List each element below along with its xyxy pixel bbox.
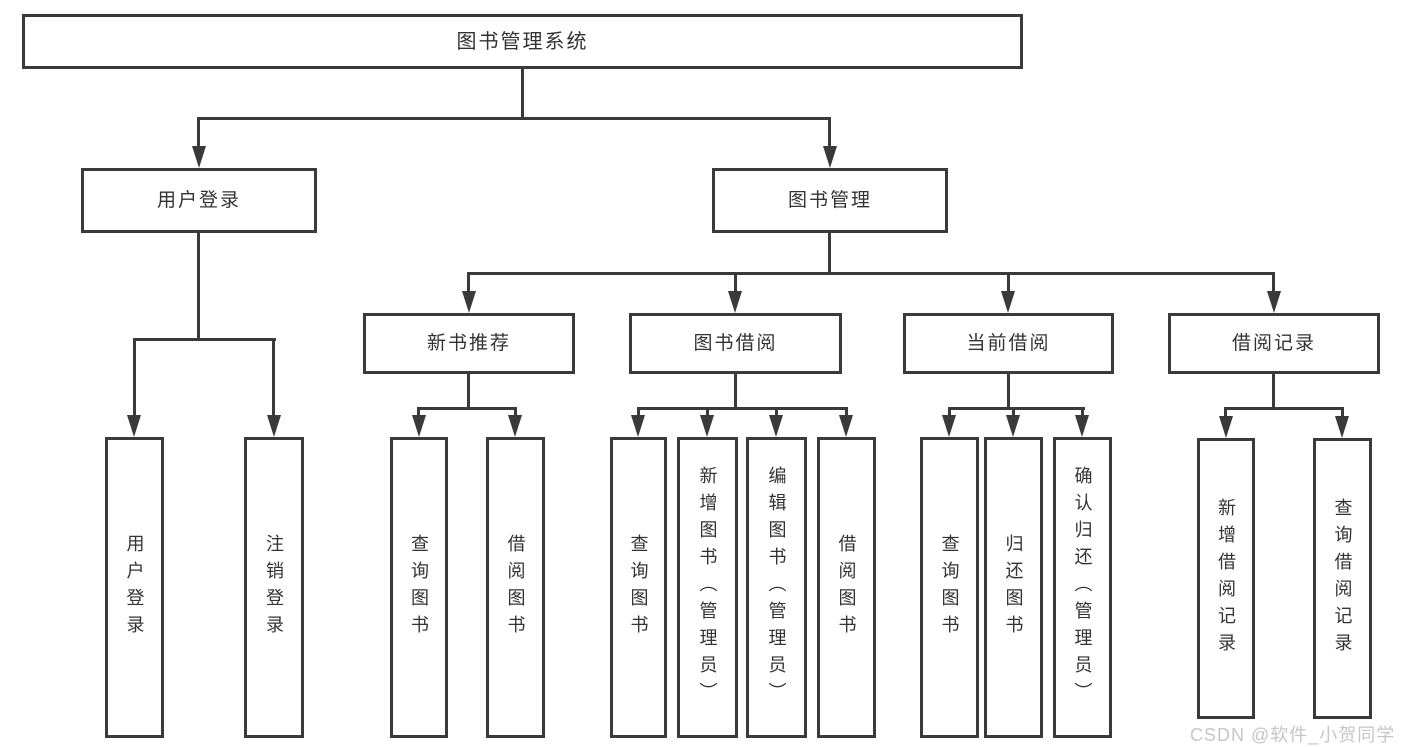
arrow-down-icon bbox=[127, 415, 141, 437]
leaf-label: 借阅图书 bbox=[505, 533, 526, 642]
arrow-down-icon bbox=[192, 146, 206, 168]
connector-user-login-stem bbox=[197, 233, 200, 338]
leaf-label: 查询图书 bbox=[628, 533, 649, 642]
leaf-label: 借阅图书 bbox=[836, 533, 857, 642]
connector-drop bbox=[1007, 272, 1010, 291]
leaf-borrow-books-borrowing: 借阅图书 bbox=[817, 437, 876, 738]
connector-current-stem bbox=[1007, 374, 1010, 407]
leaf-query-books-borrowing: 查询图书 bbox=[610, 437, 667, 738]
node-current-borrowing: 当前借阅 bbox=[903, 313, 1114, 374]
connector-drop bbox=[1012, 407, 1015, 415]
connector-borrowing-stem bbox=[734, 374, 737, 407]
node-label: 图书借阅 bbox=[693, 333, 778, 354]
node-borrowing-records: 借阅记录 bbox=[1168, 313, 1380, 374]
connector-borrowing-bar bbox=[637, 407, 848, 410]
leaf-label: 归还图书 bbox=[1003, 533, 1024, 642]
connector-records-stem bbox=[1272, 374, 1275, 407]
connector-drop bbox=[734, 272, 737, 291]
leaf-label: 用户登录 bbox=[124, 533, 145, 642]
connector-recommend-bar bbox=[417, 407, 517, 410]
node-label: 新书推荐 bbox=[426, 333, 511, 354]
leaf-label: 新增借阅记录 bbox=[1216, 497, 1236, 660]
node-label: 图书管理 bbox=[787, 190, 872, 211]
leaf-confirm-return-admin: 确认归还（管理员） bbox=[1053, 437, 1112, 738]
node-user-login: 用户登录 bbox=[81, 168, 317, 233]
leaf-label: 查询图书 bbox=[409, 533, 429, 642]
connector-root-bar bbox=[197, 117, 831, 120]
connector-user-login-bar bbox=[133, 338, 276, 341]
connector-drop bbox=[133, 338, 136, 415]
connector-drop bbox=[514, 407, 517, 415]
connector-user-login-drop bbox=[197, 117, 200, 146]
arrow-down-icon bbox=[267, 415, 281, 437]
arrow-down-icon bbox=[700, 415, 714, 437]
arrow-down-icon bbox=[942, 415, 956, 437]
connector-root-stem bbox=[521, 69, 524, 117]
connector-drop bbox=[845, 407, 848, 415]
arrow-down-icon bbox=[1219, 416, 1233, 438]
leaf-return-books: 归还图书 bbox=[984, 437, 1043, 738]
leaf-query-books-recommend: 查询图书 bbox=[390, 437, 448, 738]
node-book-borrowing: 图书借阅 bbox=[629, 313, 842, 374]
connector-book-mgmt-bar bbox=[467, 272, 1275, 275]
connector-drop bbox=[706, 407, 709, 415]
arrow-down-icon bbox=[1001, 291, 1015, 313]
leaf-label: 确认归还（管理员） bbox=[1072, 466, 1093, 709]
connector-drop bbox=[467, 272, 470, 291]
connector-records-bar bbox=[1224, 407, 1344, 410]
arrow-down-icon bbox=[769, 415, 783, 437]
leaf-logout: 注销登录 bbox=[244, 437, 304, 738]
arrow-down-icon bbox=[728, 291, 742, 313]
node-label: 借阅记录 bbox=[1231, 333, 1316, 354]
leaf-query-borrow-record: 查询借阅记录 bbox=[1313, 438, 1372, 719]
connector-drop bbox=[1341, 407, 1344, 416]
connector-drop bbox=[775, 407, 778, 415]
arrow-down-icon bbox=[1006, 415, 1020, 437]
arrow-down-icon bbox=[631, 415, 645, 437]
arrow-down-icon bbox=[1267, 291, 1281, 313]
connector-book-mgmt-stem bbox=[828, 233, 831, 272]
node-label: 图书管理系统 bbox=[456, 30, 589, 53]
csdn-watermark: CSDN @软件_小贺同学 bbox=[1190, 725, 1396, 745]
arrow-down-icon bbox=[839, 415, 853, 437]
connector-drop bbox=[1081, 407, 1084, 415]
arrow-down-icon bbox=[823, 146, 837, 168]
connector-drop bbox=[948, 407, 951, 415]
arrow-down-icon bbox=[412, 415, 426, 437]
connector-current-bar bbox=[948, 407, 1085, 410]
arrow-down-icon bbox=[462, 291, 476, 313]
arrow-down-icon bbox=[1335, 416, 1349, 438]
connector-drop bbox=[417, 407, 420, 415]
leaf-add-books-admin: 新增图书（管理员） bbox=[677, 437, 738, 738]
connector-drop bbox=[272, 338, 275, 415]
leaf-user-login: 用户登录 bbox=[105, 437, 164, 738]
arrow-down-icon bbox=[508, 415, 522, 437]
leaf-edit-books-admin: 编辑图书（管理员） bbox=[746, 437, 807, 738]
arrow-down-icon bbox=[1075, 415, 1089, 437]
node-label: 当前借阅 bbox=[966, 333, 1051, 354]
connector-book-mgmt-drop bbox=[828, 117, 831, 146]
node-new-book-recommendation: 新书推荐 bbox=[363, 313, 575, 374]
leaf-add-borrow-record: 新增借阅记录 bbox=[1197, 438, 1255, 719]
leaf-borrow-books-recommend: 借阅图书 bbox=[486, 437, 545, 738]
connector-drop bbox=[637, 407, 640, 415]
connector-drop bbox=[1224, 407, 1227, 416]
connector-recommend-stem bbox=[467, 374, 470, 407]
leaf-label: 新增图书（管理员） bbox=[697, 466, 718, 709]
leaf-label: 编辑图书（管理员） bbox=[766, 466, 787, 709]
node-root-library-system: 图书管理系统 bbox=[22, 14, 1023, 69]
leaf-label: 查询图书 bbox=[939, 533, 960, 642]
leaf-label: 查询借阅记录 bbox=[1332, 497, 1353, 660]
leaf-label: 注销登录 bbox=[264, 533, 284, 642]
node-label: 用户登录 bbox=[156, 190, 241, 211]
node-book-management: 图书管理 bbox=[712, 168, 948, 233]
leaf-query-books-current: 查询图书 bbox=[920, 437, 979, 738]
connector-drop bbox=[1272, 272, 1275, 291]
